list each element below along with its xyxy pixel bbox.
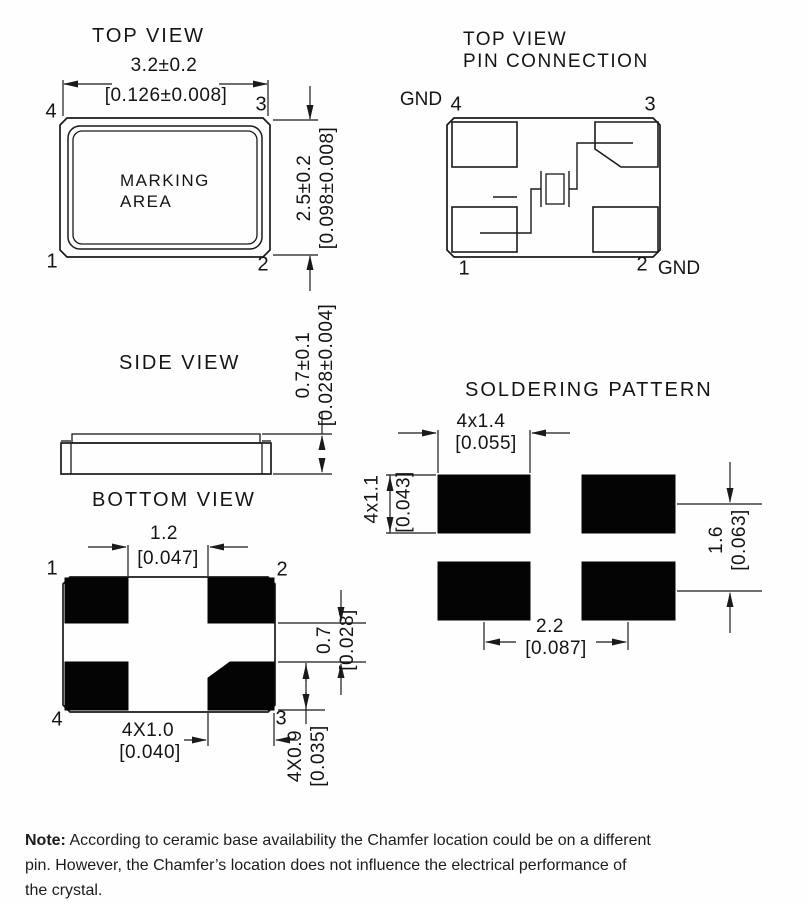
gnd-label-pin2: GND <box>657 258 701 279</box>
soldering-pattern-pads <box>437 474 676 621</box>
land-top-right <box>581 474 676 534</box>
note-line-1: Note: According to ceramic base availabi… <box>25 832 651 849</box>
soldering-pattern-dimension-lines <box>386 429 762 650</box>
bottom-view-pin-1: 1 <box>46 557 58 580</box>
gnd-label-pin4: GND <box>399 89 443 110</box>
bottom-view-title: BOTTOM VIEW <box>92 489 256 511</box>
pad-2-outline <box>592 206 659 253</box>
land-bottom-right <box>581 561 676 621</box>
lid <box>71 433 261 444</box>
wire-to-pin-3 <box>569 142 633 190</box>
top-view-pin-2: 2 <box>257 253 269 276</box>
bottom-view-pad-height-dim: 4X0.9 [0.035] <box>285 725 329 787</box>
top-view-width-dim-mm: 3.2±0.2 <box>130 55 198 76</box>
soldering-pad-width-dim-mm: 4x1.4 <box>456 411 506 432</box>
pin-connection-package <box>446 117 661 258</box>
body <box>60 442 272 475</box>
bottom-view-gap-dim-inch: [0.047] <box>137 548 199 569</box>
note-line-3: the crystal. <box>25 882 103 899</box>
bottom-view-pad-width-dim-mm: 4X1.0 <box>121 720 175 741</box>
bottom-view-gap-dim-mm: 1.2 <box>150 523 178 544</box>
top-view-pin-4: 4 <box>45 100 57 123</box>
bottom-view-pin-2: 2 <box>276 558 288 581</box>
top-view-pin-1: 1 <box>46 250 58 273</box>
top-view-pin-3: 3 <box>255 93 267 116</box>
pin-connection-pin-1: 1 <box>458 257 470 280</box>
pin-connection-title-line1: TOP VIEW <box>463 29 568 50</box>
pad-3-outline-chamfered <box>594 121 659 168</box>
bottom-view-pin-4: 4 <box>51 708 63 731</box>
crystal-symbol <box>480 142 633 234</box>
side-view-title: SIDE VIEW <box>119 352 241 374</box>
pad-1-outline <box>451 206 518 253</box>
side-view-height-dim: 0.7±0.1 [0.028±0.004] <box>293 303 337 427</box>
bottom-view-pad-width-dim-inch: [0.040] <box>119 742 181 763</box>
soldering-pad-width-dim-inch: [0.055] <box>455 433 517 454</box>
pad-4-outline <box>451 121 518 168</box>
pad-1 <box>64 577 129 624</box>
pad-2 <box>207 577 275 624</box>
pin-connection-pin-4: 4 <box>450 93 462 116</box>
top-view-height-dim: 2.5±0.2 [0.098±0.008] <box>294 126 338 250</box>
wire-to-pin-1 <box>480 188 541 234</box>
bottom-view-package <box>62 576 276 713</box>
pin-connection-title-line2: PIN CONNECTION <box>463 51 649 72</box>
pad-3-chamfered <box>207 661 275 711</box>
land-top-left <box>437 474 531 534</box>
soldering-pattern-title: SOLDERING PATTERN <box>465 379 713 401</box>
top-view-width-dim-inch: [0.126±0.008] <box>104 85 228 106</box>
top-view-dimension-lines <box>62 80 318 291</box>
bottom-view-dimension-lines <box>88 543 366 746</box>
note-line-2: pin. However, the Chamfer’s location doe… <box>25 857 627 874</box>
bottom-view-vgap-dim: 0.7 [0.028] <box>314 609 358 671</box>
pad-4 <box>64 661 129 711</box>
chamfer-note: Note: According to ceramic base availabi… <box>25 828 789 903</box>
soldering-vertical-pitch-dim: 1.6 [0.063] <box>706 509 750 571</box>
bottom-view-pin-3: 3 <box>275 707 287 730</box>
side-view-package <box>60 433 272 475</box>
pin-connection-pin-3: 3 <box>644 93 656 116</box>
top-view-title: TOP VIEW <box>92 25 206 47</box>
soldering-pad-height-dim-mm: 4x1.1 <box>361 474 383 524</box>
top-view-package-outline <box>59 117 271 258</box>
note-label: Note: <box>25 832 66 849</box>
soldering-pad-height-dim-inch: [0.043] <box>393 471 415 533</box>
soldering-horizontal-pitch-dim-mm: 2.2 <box>536 616 564 637</box>
marking-area-label: MARKING AREA <box>120 171 210 211</box>
pin-connection-pin-2: 2 <box>636 253 648 276</box>
soldering-horizontal-pitch-dim-inch: [0.087] <box>525 638 587 659</box>
land-bottom-left <box>437 561 531 621</box>
side-view-dimension-lines <box>262 412 332 475</box>
